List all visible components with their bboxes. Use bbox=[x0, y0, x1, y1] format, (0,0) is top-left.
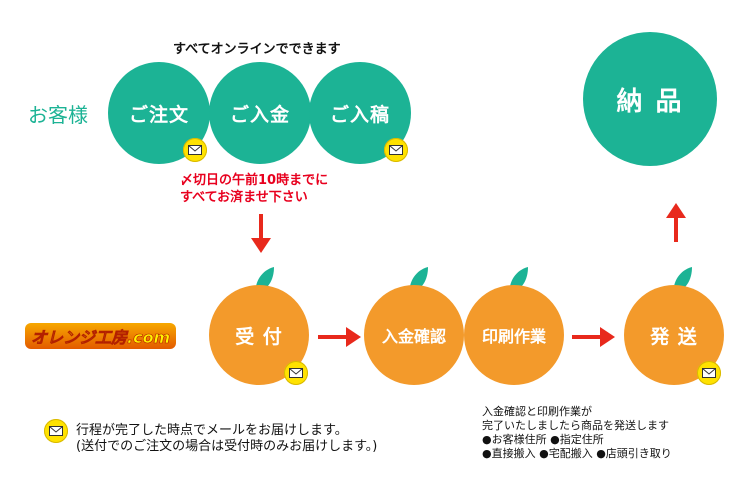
step-order-label: ご注文 bbox=[128, 103, 189, 126]
mail-legend-line2: (送付でのご注文の場合は受付時のみお届けします。) bbox=[76, 439, 378, 454]
shipping-caption-line4: ●直接搬入 ●宅配搬入 ●店頭引き取り bbox=[482, 447, 672, 460]
step-shipping-label: 発 送 bbox=[650, 325, 698, 348]
shipping-caption-line3: ●お客様住所 ●指定住所 bbox=[482, 433, 604, 446]
mail-icon bbox=[284, 361, 308, 385]
step-payment-confirmation-label: 入金確認 bbox=[381, 327, 446, 346]
deadline-note-line2: すべてお済ませ下さい bbox=[180, 190, 308, 205]
step-printing: 印刷作業 bbox=[464, 285, 564, 385]
step-delivery: 納 品 bbox=[583, 32, 717, 166]
step-payment: ご入金 bbox=[209, 62, 311, 164]
mail-icon bbox=[384, 138, 408, 162]
mail-legend-line1: 行程が完了した時点でメールをお届けします。 bbox=[76, 423, 348, 438]
step-printing-label: 印刷作業 bbox=[481, 327, 546, 346]
arrow-down-icon bbox=[251, 214, 271, 253]
step-payment-label: ご入金 bbox=[229, 103, 290, 126]
mail-icon bbox=[697, 361, 721, 385]
top-heading: すべてオンラインでできます bbox=[173, 42, 341, 57]
customer-label: お客様 bbox=[28, 103, 88, 127]
mail-legend: 行程が完了した時点でメールをお届けします。 (送付でのご注文の場合は受付時のみお… bbox=[76, 423, 377, 455]
arrow-up-icon bbox=[666, 203, 686, 242]
shipping-caption-line1: 入金確認と印刷作業が bbox=[482, 405, 592, 418]
shipping-caption: 入金確認と印刷作業が 完了いたしましたら商品を発送します ●お客様住所 ●指定住… bbox=[482, 405, 672, 461]
orange-kobo-logo: オレンジ工房.com bbox=[25, 323, 177, 349]
step-order: ご注文 bbox=[108, 62, 210, 164]
step-payment-confirmation: 入金確認 bbox=[364, 285, 464, 385]
step-submission-label: ご入稿 bbox=[329, 103, 390, 126]
deadline-note: 〆切日の午前10時までに すべてお済ませ下さい bbox=[180, 172, 328, 206]
step-delivery-label: 納 品 bbox=[616, 86, 684, 117]
deadline-note-line1: 〆切日の午前10時までに bbox=[180, 173, 329, 188]
shipping-caption-line2: 完了いたしましたら商品を発送します bbox=[482, 419, 669, 432]
mail-icon bbox=[44, 419, 68, 443]
step-shipping: 発 送 bbox=[624, 285, 724, 385]
step-reception-label: 受 付 bbox=[235, 325, 283, 348]
step-submission: ご入稿 bbox=[309, 62, 411, 164]
arrow-right-icon bbox=[572, 327, 615, 347]
arrow-right-icon bbox=[318, 327, 361, 347]
mail-icon bbox=[183, 138, 207, 162]
